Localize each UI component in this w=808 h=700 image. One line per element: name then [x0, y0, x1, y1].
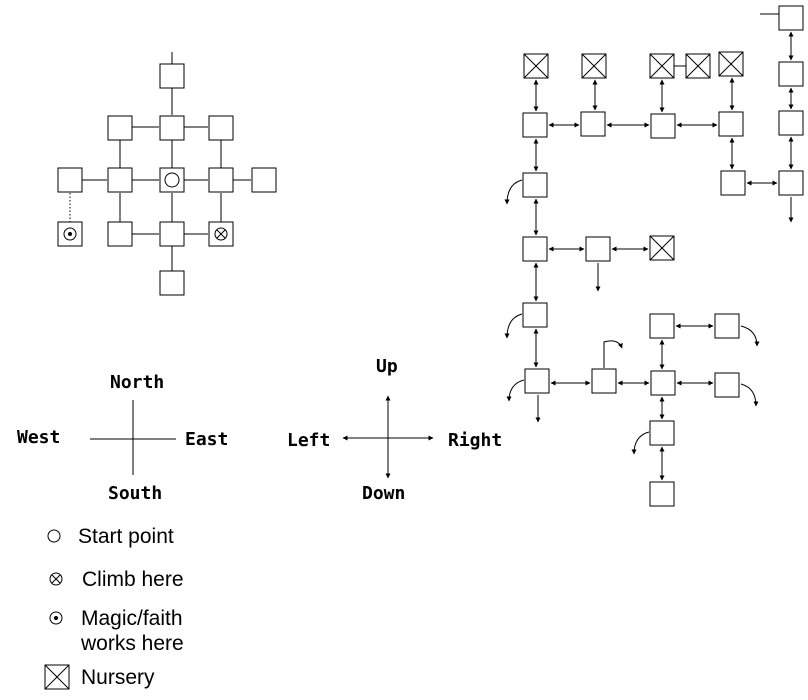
magic-icon: [63, 227, 77, 241]
map-room: [251, 167, 277, 193]
legend-start-label: Start point: [78, 525, 174, 548]
map-room-start: [159, 167, 185, 193]
map-room: [718, 111, 744, 137]
map-room: [524, 368, 550, 394]
map-room: [107, 167, 133, 193]
map-room-climb: [208, 221, 234, 247]
map-room: [778, 170, 804, 196]
climb-icon: [49, 572, 63, 586]
map-room: [522, 112, 548, 138]
map-room: [649, 481, 675, 507]
map-room: [107, 115, 133, 141]
map-room: [580, 111, 606, 137]
map-room: [522, 172, 548, 198]
map-room: [159, 270, 185, 296]
nursery-room: [685, 53, 711, 79]
climb-icon: [214, 227, 228, 241]
overview-map: [57, 52, 277, 296]
compass-south-label: South: [108, 483, 162, 504]
map-room: [107, 221, 133, 247]
start-point-icon: [47, 529, 61, 543]
legend: Start point Climb here Magic/faith works…: [44, 525, 184, 690]
map-room: [650, 113, 676, 139]
nursery-room: [718, 51, 744, 77]
map-room: [591, 368, 617, 394]
magic-icon: [49, 611, 63, 625]
compass-north-label: North: [110, 372, 164, 393]
compass-west-label: West: [17, 427, 60, 448]
compass-east-label: East: [185, 429, 228, 450]
nursery-room: [649, 235, 675, 261]
direction-left-label: Left: [287, 430, 330, 451]
map-room: [649, 313, 675, 339]
nursery-icon: [44, 664, 70, 690]
map-room: [208, 167, 234, 193]
map-room: [159, 63, 185, 89]
legend-climb-label: Climb here: [82, 568, 184, 591]
direction-up-label: Up: [376, 356, 398, 377]
direction-down-label: Down: [362, 483, 405, 504]
direction-key: Up Down Left Right: [287, 356, 502, 504]
connection-map: [504, 5, 804, 507]
map-room: [714, 313, 740, 339]
map-room: [778, 61, 804, 87]
map-room: [778, 5, 804, 31]
map-room: [778, 110, 804, 136]
map-room: [720, 170, 746, 196]
map-room: [208, 115, 234, 141]
map-room: [522, 302, 548, 328]
map-room: [159, 115, 185, 141]
map-room: [714, 372, 740, 398]
nursery-room: [581, 53, 607, 79]
nursery-room: [523, 53, 549, 79]
map-room: [57, 167, 83, 193]
legend-nursery-label: Nursery: [81, 666, 155, 689]
map-room: [650, 370, 676, 396]
legend-magic-label-line2: works here: [80, 632, 184, 655]
compass-rose: North South West East: [17, 372, 228, 504]
direction-right-label: Right: [448, 430, 502, 451]
map-room: [585, 236, 611, 262]
nursery-room: [649, 53, 675, 79]
legend-magic-label-line1: Magic/faith: [81, 607, 183, 630]
start-point-icon: [164, 172, 180, 188]
map-room: [649, 420, 675, 446]
map-room: [159, 221, 185, 247]
map-room: [522, 236, 548, 262]
